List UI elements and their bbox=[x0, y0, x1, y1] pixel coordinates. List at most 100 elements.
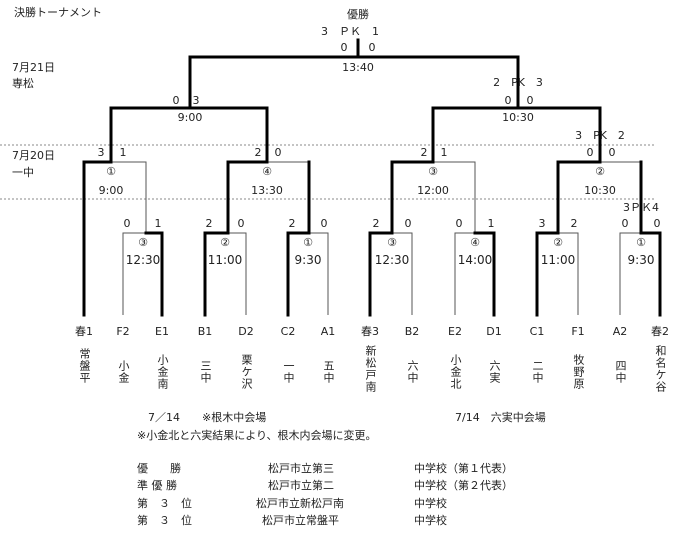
round1-time: 11:00 bbox=[207, 253, 243, 267]
team-seed: A2 bbox=[612, 325, 628, 338]
final-pk: 3 ＰＫ 1 bbox=[321, 25, 379, 38]
team-name: 六中 bbox=[406, 360, 419, 384]
team-seed: C1 bbox=[529, 325, 545, 338]
team-seed: B2 bbox=[404, 325, 420, 338]
round1-score-left: 2 bbox=[288, 217, 296, 230]
venue-day2: 専松 bbox=[12, 77, 34, 90]
result-type: 中学校（第１代表） bbox=[414, 462, 513, 475]
round1-pk: 3ＰＫ4 bbox=[623, 201, 659, 214]
quarter-score-right: 0 bbox=[274, 146, 282, 159]
quarter-time: 13:30 bbox=[251, 184, 283, 197]
quarter-score-left: 2 bbox=[420, 146, 428, 159]
team-name: 五中 bbox=[322, 360, 335, 384]
venue-day1: 一中 bbox=[12, 166, 34, 179]
round1-score-right: 2 bbox=[570, 217, 578, 230]
quarter-time: 10:30 bbox=[584, 184, 616, 197]
team-seed: D2 bbox=[238, 325, 254, 338]
round1-time: 9:30 bbox=[294, 253, 322, 267]
result-rank: 第 ３ 位 bbox=[137, 497, 192, 510]
quarter-score-left: 3 bbox=[97, 146, 105, 159]
quarter-time: 9:00 bbox=[98, 184, 124, 197]
team-seed: F2 bbox=[116, 325, 130, 338]
quarter-marker: ② bbox=[595, 165, 605, 178]
round1-marker: ③ bbox=[387, 236, 397, 249]
team-seed: B1 bbox=[197, 325, 213, 338]
round1-time: 11:00 bbox=[540, 253, 576, 267]
final-label: 優勝 bbox=[347, 8, 369, 21]
team-seed: A1 bbox=[320, 325, 336, 338]
round1-time: 9:30 bbox=[627, 253, 655, 267]
result-rank: 第 ３ 位 bbox=[137, 514, 192, 527]
winner-path bbox=[286, 160, 311, 317]
winner-path bbox=[188, 38, 360, 317]
round1-marker: ① bbox=[303, 236, 313, 249]
round1-marker: ③ bbox=[138, 236, 148, 249]
round1-marker: ② bbox=[220, 236, 230, 249]
venue-note-1: 7／14 ※根木中会場 bbox=[148, 411, 267, 424]
winner-path bbox=[473, 231, 496, 317]
team-name: 和名ケ谷 bbox=[654, 345, 667, 393]
round1-score-left: 0 bbox=[621, 217, 629, 230]
team-name: 六実 bbox=[488, 360, 501, 384]
result-type: 中学校（第２代表） bbox=[414, 479, 513, 492]
team-name: 新松戸南 bbox=[364, 345, 377, 393]
round1-score-right: 0 bbox=[653, 217, 661, 230]
semi-score-left: 0 bbox=[172, 94, 180, 107]
final-score-left: 0 bbox=[340, 41, 348, 54]
page-title: 決勝トーナメント bbox=[14, 6, 102, 19]
team-name: 二中 bbox=[531, 360, 544, 384]
result-type: 中学校 bbox=[414, 497, 447, 510]
team-name: 牧野原 bbox=[572, 354, 585, 390]
round1-time: 12:30 bbox=[374, 253, 410, 267]
result-school: 松戸市立常盤平 bbox=[262, 514, 339, 527]
round1-score-right: 1 bbox=[487, 217, 495, 230]
team-seed: E2 bbox=[448, 325, 462, 338]
round1-score-left: 3 bbox=[538, 217, 546, 230]
quarter-score-right: 1 bbox=[119, 146, 127, 159]
quarter-marker: ③ bbox=[428, 165, 438, 178]
round1-time: 12:30 bbox=[125, 253, 161, 267]
round1-marker: ① bbox=[636, 236, 646, 249]
round1-marker: ④ bbox=[470, 236, 480, 249]
quarter-marker: ④ bbox=[262, 165, 272, 178]
result-rank: 準 優 勝 bbox=[137, 479, 177, 492]
quarter-time: 12:00 bbox=[417, 184, 449, 197]
team-name: 一中 bbox=[282, 360, 295, 384]
quarter-score-left: 0 bbox=[586, 146, 594, 159]
semi-time: 9:00 bbox=[177, 111, 203, 124]
team-seed: D1 bbox=[486, 325, 502, 338]
round1-score-left: 2 bbox=[205, 217, 213, 230]
quarter-score-left: 2 bbox=[254, 146, 262, 159]
round1-score-left: 2 bbox=[372, 217, 380, 230]
quarter-pk: 3 PK 2 bbox=[575, 129, 625, 142]
team-name: 常盤平 bbox=[78, 348, 91, 384]
result-rank: 優 勝 bbox=[137, 462, 181, 475]
round1-marker: ② bbox=[553, 236, 563, 249]
semi-score-right: 0 bbox=[526, 94, 534, 107]
final-score-right: 0 bbox=[368, 41, 376, 54]
semi-score-right: 3 bbox=[192, 94, 200, 107]
team-seed: F1 bbox=[571, 325, 585, 338]
quarter-score-right: 1 bbox=[440, 146, 448, 159]
team-seed: 春1 bbox=[75, 325, 93, 338]
round1-score-left: 0 bbox=[123, 217, 131, 230]
result-type: 中学校 bbox=[414, 514, 447, 527]
team-seed: C2 bbox=[280, 325, 296, 338]
final-time: 13:40 bbox=[342, 61, 374, 74]
result-school: 松戸市立新松戸南 bbox=[256, 497, 344, 510]
date-day1: 7月20日 bbox=[12, 149, 55, 162]
semi-score-left: 0 bbox=[504, 94, 512, 107]
venue-change-note: ※小金北と六実結果により、根木内会場に変更。 bbox=[137, 429, 377, 442]
semi-pk: 2 PK 3 bbox=[493, 76, 543, 89]
winner-path bbox=[144, 231, 164, 317]
team-name: 栗ケ沢 bbox=[240, 354, 253, 390]
semi-time: 10:30 bbox=[502, 111, 534, 124]
winner-path bbox=[639, 160, 662, 317]
team-seed: 春3 bbox=[361, 325, 379, 338]
quarter-marker: ① bbox=[106, 165, 116, 178]
date-day2: 7月21日 bbox=[12, 61, 55, 74]
winner-path bbox=[356, 55, 520, 317]
team-name: 小金北 bbox=[449, 354, 462, 390]
round1-score-right: 0 bbox=[404, 217, 412, 230]
